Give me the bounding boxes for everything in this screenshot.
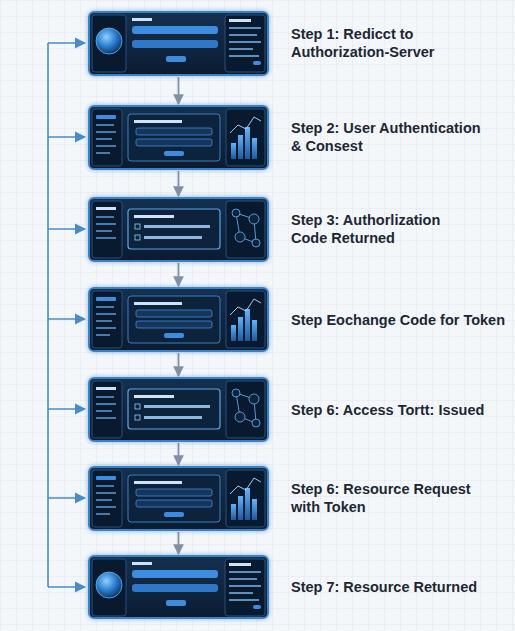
step-label: Step 6: Resource Request with Token <box>291 480 486 518</box>
process-panel: Step Eochange Code for Token <box>88 287 269 352</box>
bracket-arrow <box>48 408 85 410</box>
bracket-arrow <box>48 136 85 138</box>
panel-illustration <box>92 559 265 616</box>
step-label: Step 7: Resource Returned <box>291 578 513 597</box>
step-text: Step 7: Resource Returned <box>291 578 513 597</box>
process-panel: Step 7: Resource Returned <box>88 555 269 619</box>
step-text: Step Eochange Code for Token <box>291 310 513 329</box>
process-panel: Step 1: Redicct to Authorization-Server <box>88 11 269 76</box>
flow-arrow <box>178 532 180 554</box>
flow-arrow <box>178 443 180 465</box>
step-text: Step 1: Redicct to Authorization-Server <box>291 25 496 63</box>
step-text: Step 6: Resource Request with Token <box>291 480 486 518</box>
bracket-arrow <box>48 228 85 230</box>
process-panel: Step 2: User Authentication & Consest <box>88 105 269 170</box>
step-text: Step 6: Access Tortt: Issued <box>291 400 513 419</box>
panel-illustration <box>92 470 265 527</box>
panel-illustration <box>92 15 265 72</box>
step-text: Step 2: User Authentication & Consest <box>291 119 489 157</box>
panel-illustration <box>92 381 265 438</box>
step-label: Step 3: Authorlization Code Returned <box>291 211 466 249</box>
step-label: Step 6: Access Tortt: Issued <box>291 400 513 419</box>
return-bracket <box>48 43 85 587</box>
bracket-arrow <box>48 318 85 320</box>
panel-illustration <box>92 201 265 258</box>
process-panel: Step 3: Authorlization Code Returned <box>88 197 269 262</box>
step-label: Step Eochange Code for Token <box>291 310 513 329</box>
bracket-arrow <box>48 497 85 499</box>
step-label: Step 1: Redicct to Authorization-Server <box>291 25 496 63</box>
bracket-arrow <box>48 586 85 588</box>
flow-arrow <box>178 353 180 376</box>
panel-illustration <box>92 109 265 166</box>
flow-arrow <box>178 77 180 104</box>
process-panel: Step 6: Access Tortt: Issued <box>88 377 269 442</box>
bracket-line <box>47 43 49 587</box>
step-text: Step 3: Authorlization Code Returned <box>291 211 466 249</box>
flow-arrow <box>178 171 180 196</box>
process-panel: Step 6: Resource Request with Token <box>88 466 269 531</box>
panel-illustration <box>92 291 265 348</box>
bracket-arrow <box>48 42 85 44</box>
flow-arrow <box>178 263 180 286</box>
step-label: Step 2: User Authentication & Consest <box>291 119 489 157</box>
